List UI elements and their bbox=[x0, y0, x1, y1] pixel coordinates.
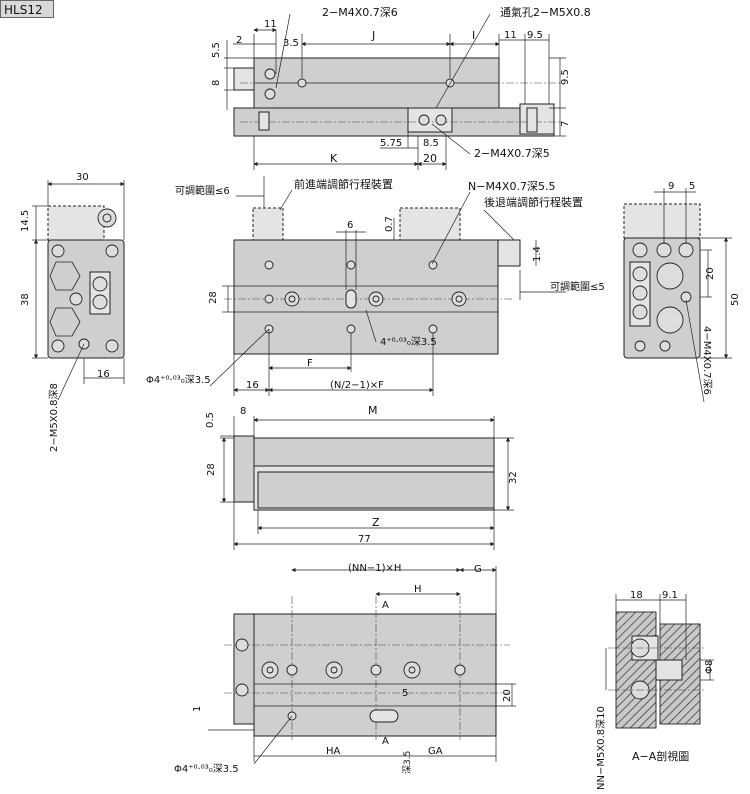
front-dim: 28 bbox=[208, 291, 219, 304]
front-dim: 6 bbox=[347, 220, 353, 231]
top-dim: 5.75 bbox=[380, 138, 402, 149]
side-dim: 77 bbox=[358, 534, 371, 545]
front-device-label: 前進端調節行程裝置 bbox=[294, 177, 393, 191]
section-hatch-left bbox=[615, 611, 657, 729]
front-dim: 1.4 bbox=[532, 246, 543, 262]
top-port-hole bbox=[418, 114, 430, 126]
top-hole bbox=[297, 78, 307, 88]
bottom-end-cap bbox=[233, 613, 255, 725]
right-dim: 5 bbox=[689, 181, 695, 192]
side-dim: Z bbox=[372, 516, 380, 529]
front-dim: 16 bbox=[246, 380, 259, 391]
front-adjuster-front bbox=[252, 207, 284, 241]
top-dim: I bbox=[472, 29, 475, 42]
side-end-cap bbox=[233, 435, 255, 503]
top-dim: 11 bbox=[264, 19, 277, 30]
bottom-dim: 1 bbox=[192, 706, 203, 712]
top-dim: 5.5 bbox=[211, 42, 222, 58]
left-dim: 16 bbox=[97, 369, 110, 380]
top-dim: 7 bbox=[560, 121, 571, 127]
right-dim: 20 bbox=[705, 267, 716, 280]
right-dim: 9 bbox=[668, 181, 674, 192]
front-adj-range-rear: 可調範圍≤5 bbox=[550, 280, 605, 293]
left-top-body bbox=[47, 205, 105, 241]
top-screw bbox=[258, 111, 270, 131]
bottom-dim: (NN−1)×H bbox=[348, 563, 401, 574]
front-pin-left: Φ4⁺⁰·⁰³₀深3.5 bbox=[146, 374, 211, 386]
side-dim: 0.5 bbox=[205, 412, 216, 428]
top-port-hole bbox=[435, 114, 447, 126]
left-dim: 14.5 bbox=[20, 210, 31, 232]
top-port-label: 通氣孔2−M5X0.8 bbox=[500, 5, 591, 19]
front-dim: 0.7 bbox=[384, 216, 395, 232]
bottom-dim: G bbox=[474, 564, 482, 575]
top-dim: 20 bbox=[423, 152, 437, 165]
side-dim: M bbox=[368, 404, 378, 417]
top-dim: 8.5 bbox=[423, 138, 439, 149]
left-dim: 38 bbox=[20, 293, 31, 306]
side-upper bbox=[253, 437, 495, 467]
side-dim: 32 bbox=[508, 471, 519, 484]
bottom-dim: 5 bbox=[402, 688, 408, 699]
top-tap-bottom-label: 2−M4X0.7深5 bbox=[474, 147, 550, 160]
right-tap-label: 4−M4X0.7深6 bbox=[701, 326, 713, 395]
model-badge: HLS12 bbox=[0, 0, 54, 18]
left-dim: 30 bbox=[76, 172, 89, 183]
front-adj-range-front: 可調範圍≤6 bbox=[175, 184, 230, 197]
rear-device-label: 後退端調節行程裝置 bbox=[484, 195, 583, 209]
top-end-cap bbox=[233, 67, 255, 91]
front-dim: F bbox=[307, 358, 313, 369]
left-end-body bbox=[47, 239, 125, 359]
top-dim: 3.5 bbox=[283, 38, 299, 49]
right-view: 9 5 20 50 4−M4X0.7深6 bbox=[623, 181, 741, 403]
front-pin-mid: 4⁺⁰·⁰³₀深3.5 bbox=[380, 336, 437, 348]
bottom-dim: GA bbox=[428, 746, 443, 757]
bottom-view: (NN−1)×H G H A 1 5 20 Φ4⁺⁰·⁰³₀深3.5 HA A … bbox=[174, 563, 516, 775]
front-dim: (N/2−1)×F bbox=[330, 380, 384, 391]
top-dim: 11 bbox=[504, 30, 517, 41]
front-view: 可調範圍≤6 前進端調節行程裝置 N−M4X0.7深5.5 後退端調節行程裝置 … bbox=[146, 176, 605, 396]
bottom-pin-label: Φ4⁺⁰·⁰³₀深3.5 bbox=[174, 763, 239, 775]
top-tap-hole bbox=[264, 68, 276, 80]
front-tap-label: N−M4X0.7深5.5 bbox=[468, 180, 555, 193]
section-dim: 9.1 bbox=[662, 590, 678, 601]
top-dim: 9.5 bbox=[527, 30, 543, 41]
top-dim: 8 bbox=[211, 80, 222, 86]
top-view: 2−M4X0.7深6 通氣孔2−M5X0.8 11 2 3.5 J I 11 9… bbox=[211, 5, 591, 170]
bottom-dim: 深3.5 bbox=[402, 751, 413, 774]
side-dim: 8 bbox=[240, 406, 246, 417]
left-view: 30 14.5 38 16 2−M5X0.8深8 bbox=[20, 172, 125, 452]
front-adjuster-rear bbox=[497, 239, 521, 267]
top-tap-label: 2−M4X0.7深6 bbox=[322, 6, 398, 19]
left-tap-label: 2−M5X0.8深8 bbox=[48, 383, 60, 452]
right-dim: 50 bbox=[730, 293, 741, 306]
top-dim: K bbox=[330, 152, 338, 165]
section-dim: 18 bbox=[630, 590, 643, 601]
top-tap-hole bbox=[264, 88, 276, 100]
side-dim: 28 bbox=[206, 463, 217, 476]
section-title: A−A剖視圖 bbox=[632, 749, 689, 763]
section-view: 18 9.1 Φ8 NN−M5X0.8深10 A−A剖視圖 bbox=[595, 590, 715, 790]
side-view: 0.5 8 M 28 32 Z 77 bbox=[205, 404, 519, 550]
bottom-dim: H bbox=[414, 584, 422, 595]
bottom-dim: 20 bbox=[502, 689, 513, 702]
bottom-section-a: A bbox=[382, 600, 389, 611]
top-screw bbox=[526, 107, 538, 133]
section-tap-label: NN−M5X0.8深10 bbox=[595, 706, 607, 790]
bottom-dim: HA bbox=[326, 746, 341, 757]
bottom-section-a: A bbox=[382, 736, 389, 747]
top-dim: J bbox=[371, 29, 375, 42]
top-dim: 2 bbox=[236, 35, 242, 46]
section-dim: Φ8 bbox=[704, 660, 715, 674]
top-dim: 9.5 bbox=[560, 69, 571, 85]
